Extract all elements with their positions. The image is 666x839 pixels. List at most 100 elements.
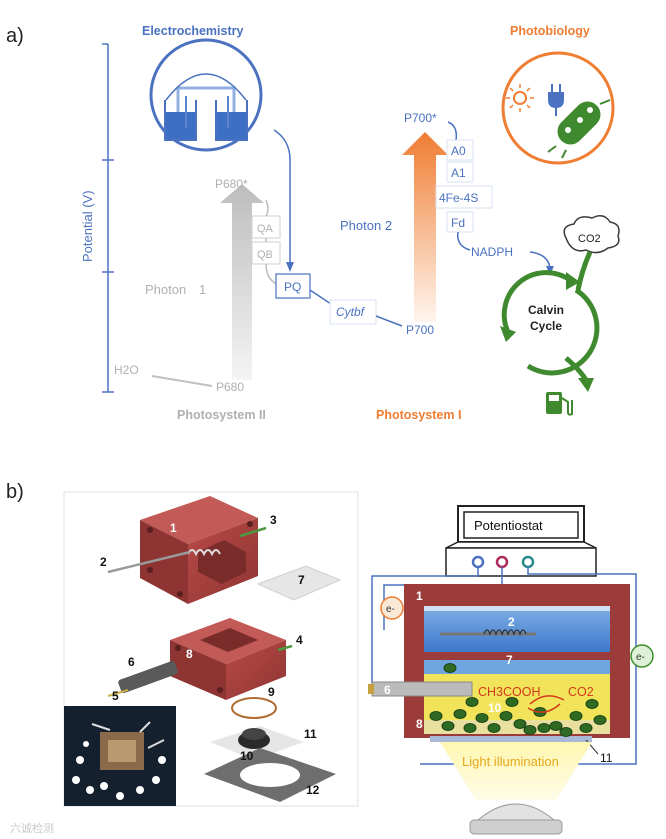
bacterium	[429, 711, 443, 721]
electron-badge-right	[630, 644, 654, 668]
p680star-label: P680*	[215, 177, 248, 191]
cell-part-label-2: 2	[508, 615, 515, 629]
calvin-cycle-icon	[500, 250, 600, 392]
cell-part-label-11: 11	[600, 751, 613, 765]
exploded-part-label-4: 4	[296, 633, 303, 647]
sample-holder-10	[238, 728, 270, 749]
bacterium	[441, 721, 455, 731]
p700-label: P700	[406, 323, 434, 337]
exploded-part-label-10: 10	[240, 749, 254, 763]
potentiostat	[445, 505, 597, 577]
fd-label: Fd	[451, 216, 465, 230]
photon1-label: Photon	[145, 282, 186, 297]
light-illumination-label: Light illumination	[462, 754, 559, 769]
photosystem1-label: Photosystem I	[376, 408, 461, 422]
electrochemistry-icon	[149, 38, 263, 152]
reference-electrode-6	[107, 661, 178, 697]
middle-block-8	[170, 618, 286, 700]
pq-label: PQ	[284, 280, 301, 294]
bacterium	[443, 663, 457, 673]
plate-12	[204, 748, 336, 802]
bacteria-cluster	[429, 663, 607, 737]
photon2-label: Photon 2	[340, 218, 392, 233]
bacterium	[505, 697, 519, 707]
cell-part-label-7: 7	[506, 653, 513, 667]
bacterium	[593, 715, 607, 725]
cytbf-box	[329, 299, 377, 325]
co2-product-label: CO2	[568, 685, 594, 699]
co2-cloud	[563, 215, 620, 254]
exploded-part-label-6: 6	[128, 655, 135, 669]
cell-labels: 1 2 7 6 10 8 11	[384, 589, 613, 765]
ps1-carrier-boxes	[435, 121, 493, 251]
electrode-3-wire	[239, 526, 267, 538]
cell-part-label-10: 10	[488, 701, 502, 715]
device-photo-inset	[64, 706, 176, 806]
bacterium	[569, 711, 583, 721]
potential-axis-label: Potential (V)	[80, 190, 95, 262]
cell-body	[404, 584, 630, 742]
exploded-part-label-2: 2	[100, 555, 107, 569]
lamp	[469, 803, 563, 835]
qb-label: QB	[257, 249, 273, 261]
photon1-arrow	[220, 184, 264, 380]
a1-label: A1	[451, 166, 466, 180]
electrode-2-wire	[107, 550, 191, 574]
photobiology-title: Photobiology	[510, 24, 590, 38]
bacterium	[559, 727, 573, 737]
exploded-part-label-3: 3	[270, 513, 277, 527]
electron-badge-left	[380, 596, 404, 620]
electron-right-label: e-	[636, 652, 645, 663]
bacterium	[463, 723, 477, 733]
pq-box	[275, 273, 311, 299]
bacterium	[537, 723, 551, 733]
cytbf-label: Cytbf	[336, 305, 366, 319]
calvin-label-line2: Cycle	[530, 319, 562, 333]
light-beam	[440, 742, 592, 800]
bacterium	[585, 699, 599, 709]
fuel-pump-icon	[546, 392, 573, 416]
exploded-part-label-12: 12	[306, 783, 320, 797]
cell-part-label-8: 8	[416, 717, 423, 731]
bacterium	[487, 723, 501, 733]
photobiology-icon	[501, 51, 615, 165]
panel-b-label: b)	[6, 481, 24, 503]
exploded-part-label-5: 5	[112, 689, 119, 703]
bacterium	[513, 719, 527, 729]
exploded-part-label-1: 1	[170, 521, 177, 535]
qa-qb-box	[251, 199, 283, 287]
bacterium	[475, 713, 489, 723]
top-block-1	[140, 496, 258, 604]
acetic-acid-label: CH3COOH	[478, 685, 541, 699]
bacterium	[549, 721, 563, 731]
electron-left-label: e-	[386, 604, 395, 615]
bacterium	[465, 697, 479, 707]
cell-part-label-6: 6	[384, 683, 391, 697]
bacterium	[523, 725, 537, 735]
a0-label: A0	[451, 144, 466, 158]
electrochemistry-title: Electrochemistry	[142, 24, 243, 38]
potentiostat-label: Potentiostat	[474, 518, 543, 533]
o-ring-9	[231, 697, 277, 719]
photon1-number: 1	[199, 282, 206, 297]
exploded-part-label-7: 7	[298, 573, 305, 587]
exploded-part-label-9: 9	[268, 685, 275, 699]
fe4s-label: 4Fe-4S	[439, 191, 478, 205]
calvin-label-line1: Calvin	[528, 303, 564, 317]
potential-axis: Potential (V)	[80, 43, 114, 393]
mesh-7	[256, 565, 342, 601]
co2-cloud-label: CO2	[578, 233, 601, 245]
cell-part-label-1: 1	[416, 589, 423, 603]
h2o-label: H2O	[114, 363, 139, 377]
bacterium	[453, 709, 467, 719]
p680-label: P680	[216, 380, 244, 394]
qa-label: QA	[257, 223, 274, 235]
nadph-label: NADPH	[471, 245, 513, 259]
exploded-part-label-8: 8	[186, 647, 193, 661]
photon2-arrow	[402, 132, 448, 322]
bacterium	[579, 723, 593, 733]
panel-a-label: a)	[6, 25, 24, 47]
photosystem2-label: Photosystem II	[177, 408, 266, 422]
